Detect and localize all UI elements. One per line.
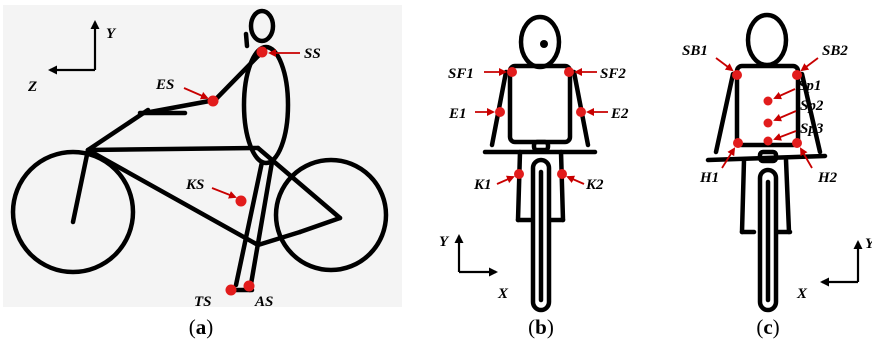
right-arm-c [799,71,823,155]
label-sf1: SF1 [448,66,474,82]
marker-as [243,280,255,292]
panel-b: Y X SF1 SF2 E1 E2 K1 K2 [439,14,629,313]
arrow-k1 [496,175,515,185]
label-k2: K2 [585,177,604,193]
top-tube [85,145,261,153]
caption-c: (c) [756,315,779,339]
rider-head-b [518,14,562,70]
x-axis-label-c: X [796,286,808,302]
marker-sp1 [763,96,773,106]
right-leg-b [558,149,566,223]
marker-e2 [576,107,586,117]
label-ss: SS [304,46,321,62]
rider-head-c [745,12,789,68]
label-e2: E2 [610,106,629,122]
panel-a: Y Z [3,5,402,310]
marker-es [207,95,219,107]
panel-b-markers: SF1 SF2 E1 E2 K1 K2 [448,66,629,193]
marker-ts [225,284,237,296]
captions: (a) (b) (c) [189,315,780,339]
marker-ss [256,46,268,58]
wheel-c [757,167,779,313]
marker-h2 [792,138,802,148]
label-sb1: SB1 [682,43,708,59]
marker-sf2 [564,67,574,77]
marker-sp2 [763,118,773,128]
label-k1: K1 [473,177,492,193]
caption-b: (b) [528,315,554,339]
label-sf2: SF2 [600,66,626,82]
label-as: AS [254,294,273,310]
right-leg-c [783,157,792,235]
marker-k2 [557,169,567,179]
seat-stay [70,147,91,225]
panel-b-axes: Y X [439,234,509,302]
arrow-ks [211,187,237,199]
helmet-visor [243,31,250,49]
panel-a-axes: Y Z [27,20,117,95]
y-axis-label-b: Y [439,234,450,250]
y-axis-label-c: Y [865,236,872,252]
panel-a-markers: SS ES KS TS AS [155,46,321,310]
arrow-h2 [799,147,813,169]
rider-eye-b [540,40,548,48]
arrow-es [183,87,209,100]
marker-h1 [733,138,743,148]
left-leg-b [515,149,523,223]
label-sp1: Sp1 [798,78,821,94]
rider-torso [241,44,291,166]
front-leg [247,159,275,293]
marker-e1 [495,107,505,117]
label-sp3: Sp3 [800,121,824,137]
left-leg-c [739,157,747,235]
fork-end [297,215,343,235]
label-ts: TS [194,294,212,310]
marker-sb2 [792,70,802,80]
label-ks: KS [185,177,204,193]
panel-c: Y X SB1 SB2 Sp1 Sp2 Sp3 H1 H2 [682,12,872,313]
arrow-sb2 [800,57,819,72]
rider-torso-b [507,63,573,145]
front-wheel [273,157,389,273]
arrow-sp2 [773,110,797,122]
down-tube [85,147,261,248]
y-axis-label: Y [106,26,117,42]
panel-a-background [3,5,402,307]
wheel-b [530,157,552,313]
arrow-sp1 [773,88,796,100]
z-axis-label: Z [27,79,37,95]
arrow-sb1 [715,57,734,72]
marker-k1 [514,169,524,179]
caption-a: (a) [189,315,214,339]
stem-c [757,149,779,164]
panel-c-markers: SB1 SB2 Sp1 Sp2 Sp3 H1 H2 [682,43,848,186]
label-h2: H2 [817,170,838,186]
arrow-sp3 [773,130,797,141]
arrow-h1 [721,147,736,169]
marker-sf1 [507,67,517,77]
upper-arm [212,49,265,103]
label-e1: E1 [448,106,467,122]
stem-b [531,139,551,153]
label-sb2: SB2 [822,43,848,59]
forearm [147,97,218,115]
rider-head [248,8,276,44]
rear-wheel [10,149,136,275]
x-axis-label-b: X [497,286,509,302]
bicycle-side-view [10,107,389,275]
label-sp2: Sp2 [800,98,824,114]
label-h1: H1 [699,170,719,186]
marker-ks [235,195,247,207]
label-es: ES [155,77,174,93]
marker-sb1 [732,70,742,80]
panel-c-axes: Y X [796,236,872,302]
chain-stay [255,229,303,248]
seat-post [85,107,151,153]
rider-front-view-b [482,14,598,313]
marker-sp3 [763,136,773,146]
rear-leg [233,159,265,288]
arrow-k2 [566,175,585,185]
left-arm-c [713,71,736,155]
